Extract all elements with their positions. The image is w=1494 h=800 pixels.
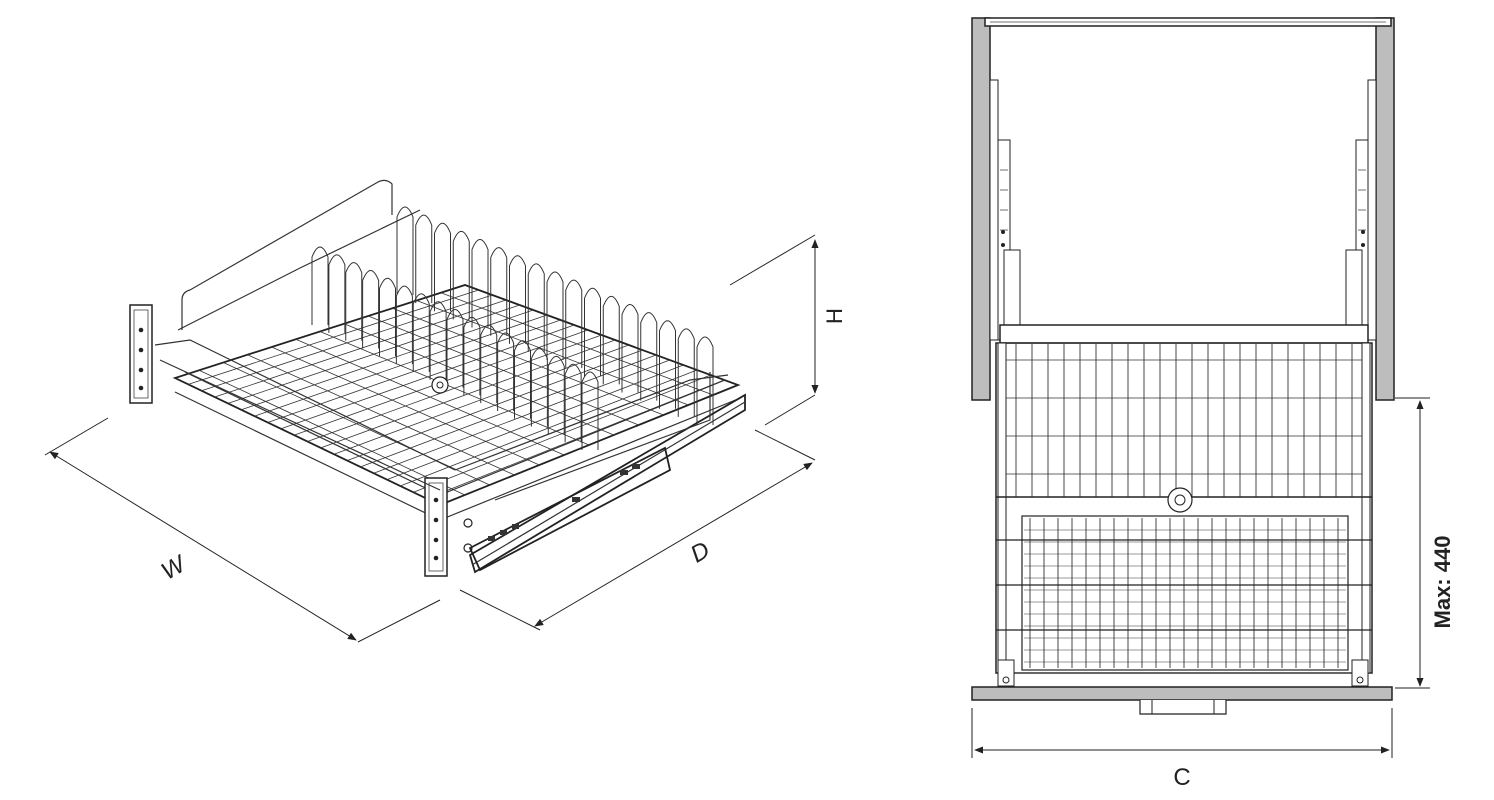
basket-wire-grid — [188, 289, 725, 500]
wire-line — [295, 338, 565, 456]
wire-arc — [602, 295, 620, 385]
wire-arc — [434, 222, 451, 312]
wire-arc — [584, 287, 601, 377]
wire-line — [392, 307, 664, 416]
wire-arc — [621, 304, 639, 393]
wire-line — [247, 354, 515, 476]
left-slide-hardware — [989, 79, 1021, 341]
wire-arc — [677, 328, 695, 417]
wire-arc — [412, 293, 430, 372]
wire-arc — [564, 363, 582, 443]
width-dimension: W — [44, 417, 441, 643]
wire-arc — [415, 214, 433, 304]
wire-arc — [514, 340, 531, 419]
front-left-post — [129, 304, 153, 404]
wire-arc — [581, 371, 599, 450]
isometric-basket-view — [129, 179, 746, 577]
depth-label: D — [686, 536, 715, 568]
wire-arc — [395, 285, 413, 365]
wire-arc — [452, 230, 470, 320]
wire-arc — [480, 324, 498, 404]
dish-rack-arcs — [311, 206, 714, 450]
wire-arc — [311, 246, 329, 325]
wire-arc — [446, 309, 464, 388]
wire-line — [198, 369, 466, 496]
cabinet-right-panel — [1375, 17, 1395, 401]
height-dimension: H — [729, 234, 847, 426]
wire-line — [271, 346, 540, 466]
wire-arc — [659, 320, 676, 409]
center-knob-icon — [1167, 487, 1193, 513]
wire-line — [344, 323, 614, 436]
wire-arc — [527, 263, 545, 352]
right-slide-hardware — [1345, 79, 1377, 341]
wire-arc — [429, 301, 447, 380]
wire-arc — [546, 271, 564, 360]
front-right-post — [424, 477, 448, 577]
height-label: H — [822, 308, 847, 324]
wire-arc — [640, 312, 658, 401]
cabinet-width-dimension: C — [971, 708, 1393, 791]
upper-rack-grid — [1006, 343, 1362, 497]
wire-arc — [530, 348, 548, 427]
wire-arc — [362, 269, 380, 349]
wire-arc — [547, 355, 565, 435]
max-height-dimension: Max: 440 — [1395, 397, 1455, 689]
wire-arc — [497, 332, 515, 411]
wire-arc — [396, 206, 414, 295]
wire-arc — [345, 262, 363, 341]
wire-arc — [379, 277, 396, 357]
wire-arc — [471, 239, 489, 328]
cabinet-width-label: C — [1173, 764, 1190, 791]
lower-basket-grid — [1021, 515, 1349, 671]
wire-line — [319, 331, 590, 446]
wire-arc — [565, 279, 583, 369]
wire-arc — [328, 254, 346, 333]
wire-arc — [509, 255, 526, 344]
cabinet-left-panel — [971, 17, 991, 401]
front-view-cabinet — [971, 17, 1395, 715]
cabinet-bottom-panel — [971, 686, 1393, 701]
wire-arc — [696, 336, 714, 425]
wire-line — [440, 292, 714, 396]
max-height-label: Max: 440 — [1430, 536, 1455, 629]
wire-arc — [463, 316, 481, 396]
wire-arc — [490, 247, 508, 336]
lower-basket-frame — [1021, 515, 1349, 671]
width-label: W — [157, 550, 192, 586]
